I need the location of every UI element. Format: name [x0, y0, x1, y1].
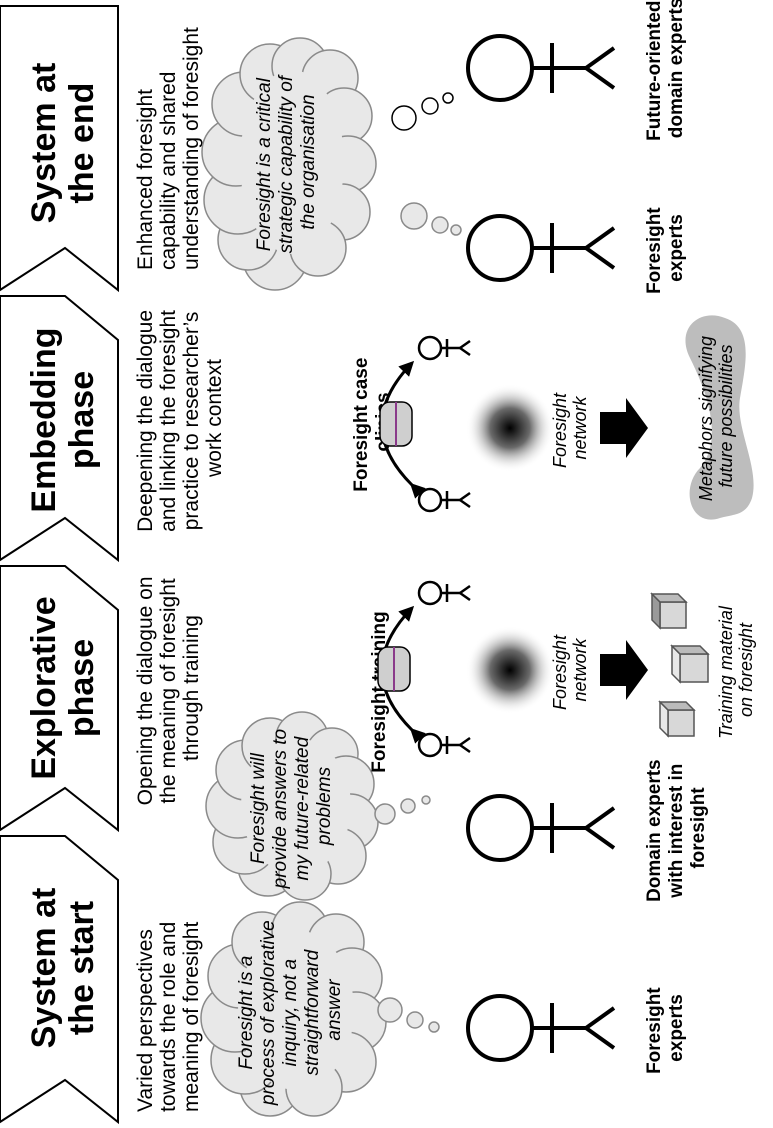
phase-chevron-end — [0, 5, 119, 293]
thought-text-start-a: Foresight is a process of explorative in… — [236, 915, 345, 1106]
label-start-foresight-experts: Foresight experts — [644, 982, 687, 1074]
thought-text-end: Foresight is a critical strategic capabi… — [254, 71, 319, 254]
description-start: Varied perspectives towards the role and… — [134, 916, 203, 1112]
down-arrow-explorative — [600, 640, 648, 700]
network-label-explorative: Foresight network — [550, 630, 590, 710]
phase-title-explorative: Explorativephase — [25, 596, 101, 779]
description-embedding: Deepening the dialogue and linking the f… — [134, 304, 226, 532]
thought-text-start-b: Foresight will provide answers to my fut… — [248, 724, 335, 890]
description-end: Enhanced foresight capability and shared… — [134, 27, 203, 270]
phase-chevron-embedding — [0, 295, 119, 563]
phase-title-end: System atthe end — [25, 63, 101, 224]
phase-title-start: System atthe start — [25, 888, 101, 1049]
phase-descriptions: Varied perspectives towards the role and… — [134, 27, 226, 1112]
small-person-left-head-embedding — [417, 487, 443, 513]
thought-cloud-start-b: Foresight will provide answers to my fut… — [205, 711, 431, 901]
label-end-domain-experts: Future-oriented domain experts — [644, 0, 687, 141]
phase-title-embedding: Embeddingphase — [25, 327, 101, 512]
thought-cloud-start-a: Foresight is a process of explorative in… — [200, 901, 440, 1117]
label-start-domain-experts: Domain experts with interest in foresigh… — [644, 754, 709, 902]
foresight-network-embedding — [466, 384, 554, 472]
small-person-right-head — [417, 580, 443, 606]
phase-chevron-explorative — [0, 565, 119, 833]
person-end-foresight-expert — [466, 214, 616, 282]
embedding-activity: Foresight case clinics — [351, 315, 754, 520]
metaphor-shape — [685, 315, 754, 520]
description-explorative: Opening the dialogue on the meaning of f… — [134, 571, 203, 806]
person-end-domain-expert — [466, 34, 616, 102]
phase-chevron-start — [0, 835, 119, 1125]
output-training-material: Training material on foresight — [716, 601, 756, 739]
small-person-right-head-embedding — [417, 335, 443, 361]
person-start-foresight-expert — [466, 994, 616, 1062]
down-arrow-embedding — [600, 398, 648, 458]
phase-banners: System atthe start Explorativephase Embe… — [0, 5, 119, 1125]
output-metaphors: Metaphors signifying future possibilitie… — [696, 331, 736, 501]
thought-cloud-end: Foresight is a critical strategic capabi… — [201, 37, 462, 291]
label-end-foresight-experts: Foresight experts — [644, 202, 687, 294]
network-label-embedding: Foresight network — [550, 388, 590, 468]
training-material-cubes — [650, 592, 710, 738]
person-start-domain-expert — [466, 794, 616, 862]
foresight-network-explorative — [466, 626, 554, 714]
small-person-left-head — [417, 732, 443, 758]
explorative-activity: Foresight training Foresight — [369, 580, 756, 773]
